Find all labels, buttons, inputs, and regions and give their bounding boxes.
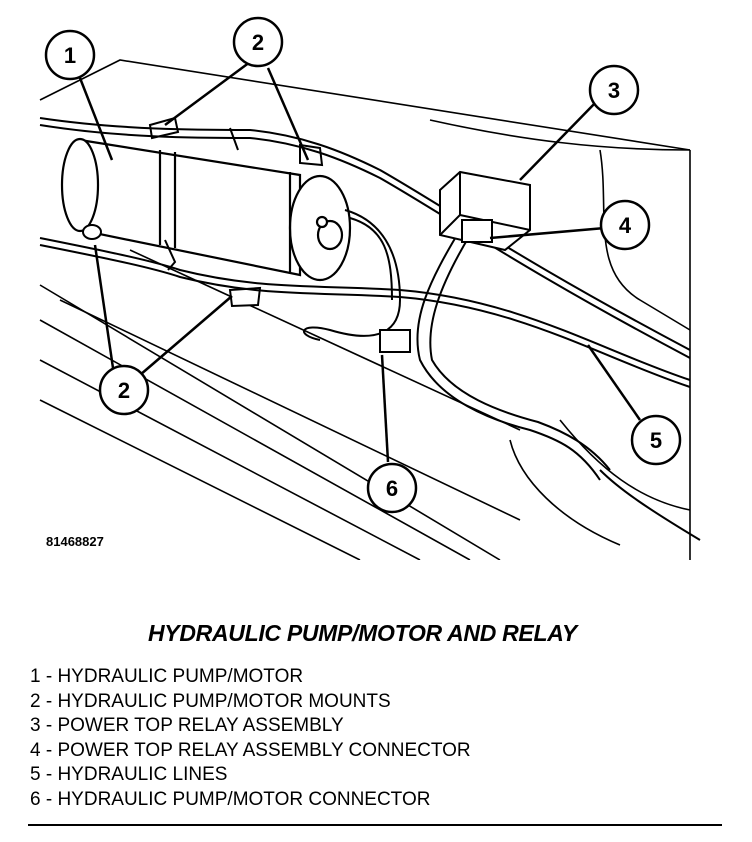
legend-item: 5 - HYDRAULIC LINES [30,764,228,785]
callout-5: 5 [630,414,682,466]
svg-text:1: 1 [64,43,76,68]
wiring-harness [303,209,701,541]
legend-item: 6 - HYDRAULIC PUMP/MOTOR CONNECTOR [30,788,431,810]
svg-text:4: 4 [619,213,632,238]
pump-mounts [82,116,324,308]
callout-2-top: 2 [232,16,284,68]
svg-text:2: 2 [118,378,130,403]
leader-lines [78,60,642,463]
hydraulic-lines [39,117,691,388]
relay-assembly [439,170,531,252]
callout-4: 4 [599,199,651,251]
legend-item: 4 - POWER TOP RELAY ASSEMBLY CONNECTOR [30,739,471,761]
legend-list: 1 - HYDRAULIC PUMP/MOTOR 2 - HYDRAULIC P… [30,665,471,812]
svg-text:2: 2 [252,30,264,55]
legend-item: 3 - POWER TOP RELAY ASSEMBLY [30,715,344,736]
legend-item: 2 - HYDRAULIC PUMP/MOTOR MOUNTS [30,690,391,712]
caption-title: HYDRAULIC PUMP/MOTOR AND RELAY [148,620,577,646]
svg-text:6: 6 [386,476,398,501]
callout-6: 6 [366,462,418,514]
callout-1: 1 [44,29,96,81]
svg-text:5: 5 [650,428,662,453]
callout-2-bottom: 2 [98,364,150,416]
legend-item: 1 - HYDRAULIC PUMP/MOTOR [30,666,304,687]
svg-text:3: 3 [608,78,620,103]
callout-3: 3 [588,64,640,116]
pump-motor-body [60,137,352,282]
figure-id: 81468827 [46,534,104,549]
pump-motor-illustration: 1 2 2 3 4 5 6 [39,16,701,560]
bottom-rule [28,824,722,826]
